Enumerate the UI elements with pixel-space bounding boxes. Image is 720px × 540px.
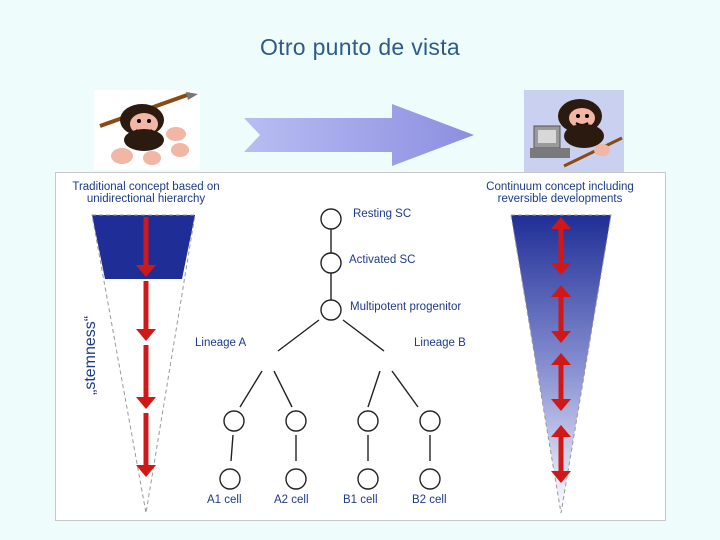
caveman-computer-image [524,90,624,172]
right-heading-line-1: Continuum concept including [486,181,634,193]
node-b-right [419,410,441,432]
right-heading: Continuum concept including reversible d… [468,181,652,205]
left-heading: Traditional concept based on unidirectio… [58,181,234,205]
slide-title: Otro punto de vista [259,34,461,60]
left-heading-line-2: unidirectional hierarchy [86,193,206,205]
stemness-label: „stemness“ [82,315,99,395]
hierarchy-tree [219,208,441,490]
node-activated-sc [320,252,342,274]
caveman-spear-image [94,90,200,170]
continuum-cone [510,214,612,514]
label-activated-sc: Activated SC [349,254,416,266]
node-b-left [357,410,379,432]
label-b2-cell: B2 cell [412,494,447,506]
label-b1-cell: B1 cell [343,494,378,506]
label-lineage-b: Lineage B [414,337,466,349]
label-a2-cell: A2 cell [274,494,309,506]
node-a-right [285,410,307,432]
node-a1 [219,468,241,490]
node-a-left [223,410,245,432]
caveman-with-spear-icon [99,92,198,165]
label-a1-cell: A1 cell [207,494,242,506]
diagram-graphics [91,208,612,514]
left-heading-line-1: Traditional concept based on [72,181,220,193]
caveman-with-computer-icon [530,99,623,168]
node-b2 [419,468,441,490]
right-heading-line-2: reversible developments [497,193,623,205]
node-multipotent [320,299,342,321]
traditional-cone [91,214,196,514]
label-multipotent: Multipotent progenitor [350,301,462,313]
label-lineage-a: Lineage A [195,337,247,349]
transition-arrow-icon [244,104,474,166]
node-resting-sc [320,208,342,230]
node-b1 [357,468,379,490]
stem-cell-diagram: Traditional concept based on unidirectio… [55,172,666,521]
node-a2 [285,468,307,490]
label-resting-sc: Resting SC [353,208,412,220]
